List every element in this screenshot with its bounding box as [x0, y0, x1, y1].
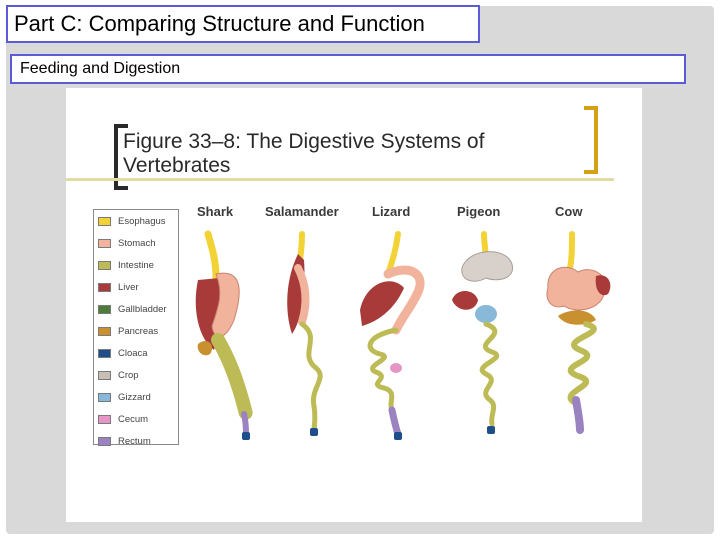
legend-swatch: [98, 260, 111, 270]
legend-swatch: [98, 392, 111, 402]
legend-item-liver: Liver: [98, 279, 139, 295]
slide-title: Part C: Comparing Structure and Function: [6, 5, 480, 43]
animal-label-salamander: Salamander: [265, 204, 339, 219]
cow-digestive-system: [546, 231, 611, 434]
pigeon-cloaca: [487, 426, 495, 434]
right-bracket-decoration: [584, 106, 598, 174]
legend-swatch: [98, 326, 111, 336]
legend-swatch: [98, 348, 111, 358]
shark-rectum: [241, 411, 249, 437]
shark-intestine: [211, 333, 253, 421]
figure-panel: Figure 33–8: The Digestive Systems of Ve…: [66, 88, 642, 522]
legend-item-stomach: Stomach: [98, 235, 156, 251]
pigeon-digestive-system: [452, 231, 513, 434]
legend-label: Pancreas: [118, 325, 159, 337]
slide-subtitle: Feeding and Digestion: [10, 54, 686, 84]
shark-stomach: [211, 272, 240, 337]
legend-swatch: [98, 216, 111, 226]
legend-label: Gizzard: [118, 391, 151, 403]
legend-label: Cecum: [118, 413, 149, 425]
legend-swatch: [98, 282, 111, 292]
legend-label: Rectum: [118, 435, 151, 447]
legend-item-esophagus: Esophagus: [98, 213, 166, 229]
figure-title-line-2: Vertebrates: [123, 154, 231, 177]
salamander-cloaca: [310, 428, 318, 436]
lizard-stomach: [383, 265, 425, 335]
animal-label-shark: Shark: [197, 204, 234, 219]
legend-item-gallbladder: Gallbladder: [98, 301, 167, 317]
pigeon-crop: [461, 251, 513, 282]
digestive-systems-illustration: [195, 230, 611, 440]
legend-label: Crop: [118, 369, 139, 381]
legend-item-cecum: Cecum: [98, 411, 148, 427]
legend-label: Esophagus: [118, 215, 166, 227]
lizard-cecum: [390, 363, 402, 373]
animal-label-lizard: Lizard: [372, 204, 411, 219]
shark-esophagus: [204, 230, 220, 282]
lizard-intestine: [367, 327, 399, 413]
animal-label-pigeon: Pigeon: [457, 204, 501, 219]
salamander-intestine: [299, 321, 323, 435]
legend-item-gizzard: Gizzard: [98, 389, 151, 405]
legend-item-intestine: Intestine: [98, 257, 154, 273]
legend-swatch: [98, 370, 111, 380]
legend-label: Intestine: [118, 259, 154, 271]
cow-esophagus: [567, 231, 575, 271]
legend-swatch: [98, 304, 111, 314]
legend-item-pancreas: Pancreas: [98, 323, 158, 339]
legend-item-rectum: Rectum: [98, 433, 151, 449]
shark-digestive-system: [195, 230, 253, 440]
legend-label: Stomach: [118, 237, 156, 249]
legend-item-cloaca: Cloaca: [98, 345, 148, 361]
lizard-rectum: [388, 406, 402, 438]
salamander-digestive-system: [287, 231, 323, 436]
legend-label: Liver: [118, 281, 139, 293]
pigeon-intestine: [479, 321, 500, 427]
pigeon-gizzard: [475, 305, 497, 323]
cow-rectum: [572, 396, 584, 434]
legend-label: Cloaca: [118, 347, 148, 359]
legend-label: Gallbladder: [118, 303, 167, 315]
cow-intestine: [567, 321, 597, 405]
salamander-stomach: [294, 264, 310, 326]
figure-title-line-1: Figure 33–8: The Digestive Systems of: [123, 130, 485, 153]
pigeon-liver: [452, 291, 478, 310]
lizard-cloaca: [394, 432, 402, 440]
animal-label-cow: Cow: [555, 204, 583, 219]
figure-title: Figure 33–8: The Digestive Systems of Ve…: [123, 130, 563, 178]
legend-swatch: [98, 238, 111, 248]
lizard-digestive-system: [360, 231, 425, 440]
lizard-liver: [360, 281, 404, 326]
cow-liver: [595, 275, 611, 296]
title-divider: [66, 178, 614, 181]
legend-item-crop: Crop: [98, 367, 139, 383]
shark-pancreas: [197, 341, 213, 356]
left-bracket-decoration: [114, 124, 128, 190]
shark-cloaca: [242, 432, 250, 440]
organ-legend: Esophagus Stomach Intestine Liver Gallbl…: [93, 209, 179, 447]
legend-swatch: [98, 414, 111, 424]
legend-swatch: [98, 436, 111, 446]
